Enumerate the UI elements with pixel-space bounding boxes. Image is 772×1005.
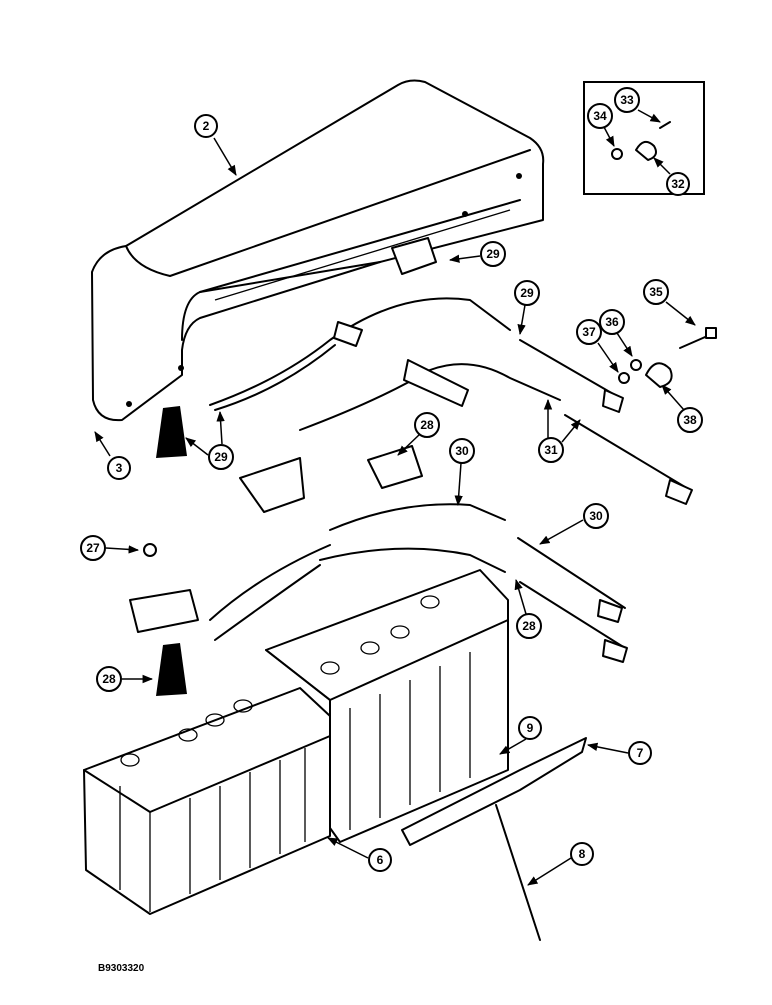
svg-text:28: 28 — [522, 619, 536, 633]
svg-text:29: 29 — [214, 450, 228, 464]
callout-9: 9 — [499, 716, 542, 755]
callout-6: 6 — [327, 837, 392, 872]
battery-left — [83, 687, 331, 915]
callout-33: 33 — [614, 87, 661, 123]
callout-35: 35 — [643, 279, 717, 349]
svg-text:34: 34 — [593, 109, 607, 123]
svg-text:6: 6 — [377, 853, 384, 867]
svg-text:28: 28 — [420, 418, 434, 432]
hold-down-rod — [495, 804, 541, 941]
callout-29-right: 29 — [514, 280, 540, 336]
callout-3: 3 — [94, 431, 131, 480]
callout-28-right: 28 — [514, 578, 542, 639]
svg-text:32: 32 — [671, 177, 685, 191]
callout-38: 38 — [645, 362, 703, 433]
callout-32: 32 — [653, 157, 690, 196]
callout-34: 34 — [587, 103, 615, 147]
figure-code: B9303320 — [98, 963, 145, 974]
callout-28-mid: 28 — [397, 412, 440, 456]
svg-text:8: 8 — [579, 847, 586, 861]
callout-37: 37 — [576, 319, 630, 384]
svg-text:29: 29 — [486, 247, 500, 261]
svg-text:30: 30 — [455, 444, 469, 458]
svg-text:7: 7 — [637, 746, 644, 760]
svg-text:36: 36 — [605, 315, 619, 329]
callout-27: 27 — [80, 535, 157, 561]
svg-text:38: 38 — [683, 413, 697, 427]
callout-2: 2 — [194, 114, 237, 176]
svg-text:33: 33 — [620, 93, 634, 107]
svg-text:28: 28 — [102, 672, 116, 686]
svg-text:29: 29 — [520, 286, 534, 300]
svg-text:2: 2 — [203, 119, 210, 133]
callout-28-left: 28 — [96, 666, 154, 692]
svg-text:9: 9 — [527, 721, 534, 735]
svg-text:27: 27 — [86, 541, 100, 555]
callout-7: 7 — [586, 741, 652, 765]
callout-29-left: 29 — [185, 410, 234, 470]
terminal-boot-lower — [156, 643, 187, 696]
terminal-boot-upper — [156, 406, 187, 458]
callout-30-right: 30 — [539, 503, 609, 545]
svg-text:37: 37 — [582, 325, 596, 339]
callout-30-mid: 30 — [449, 438, 475, 507]
callout-8: 8 — [527, 842, 594, 886]
callout-31: 31 — [538, 398, 581, 463]
inset-detail — [583, 81, 705, 195]
svg-text:31: 31 — [544, 443, 558, 457]
callout-36: 36 — [599, 309, 642, 371]
hold-down-bracket — [401, 737, 587, 846]
svg-text:3: 3 — [116, 461, 123, 475]
callout-29-top: 29 — [448, 241, 506, 267]
svg-text:30: 30 — [589, 509, 603, 523]
svg-text:35: 35 — [649, 285, 663, 299]
battery-cover — [91, 79, 545, 422]
